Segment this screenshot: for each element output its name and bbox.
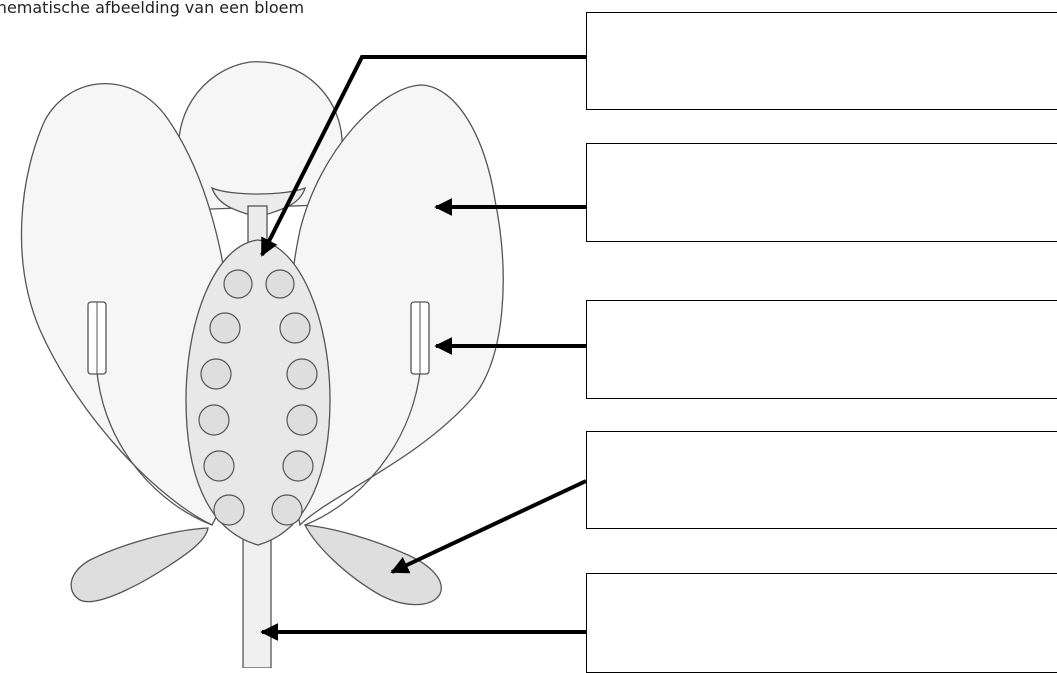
sepal-left: [71, 528, 208, 602]
label-box-2[interactable]: [586, 143, 1057, 242]
anther-right: [411, 302, 429, 374]
label-box-1[interactable]: [586, 12, 1057, 110]
label-box-3[interactable]: [586, 300, 1057, 399]
sepal-right: [305, 525, 441, 605]
label-box-4[interactable]: [586, 431, 1057, 529]
label-box-5[interactable]: [586, 573, 1057, 673]
flower-stalk: [243, 538, 271, 668]
anther-left: [88, 302, 106, 374]
arrow-4: [392, 481, 586, 572]
